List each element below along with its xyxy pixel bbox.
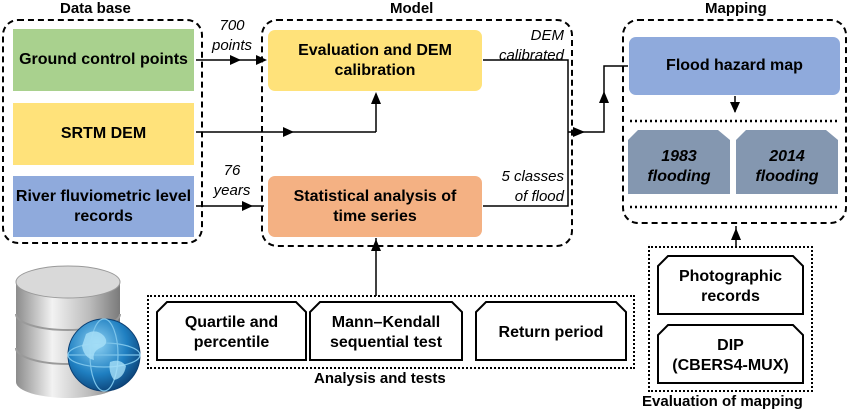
dip-card: DIP (CBERS4-MUX) (658, 329, 803, 383)
statistical-box: Statistical analysis of time series (268, 176, 482, 237)
quartile-card-shape (156, 301, 307, 361)
srtm-box: SRTM DEM (13, 103, 194, 165)
database-title: Data base (60, 0, 131, 17)
classes-label: of flood (514, 188, 564, 205)
mapping-frame (622, 19, 847, 224)
evaluation-mapping-title: Evaluation of mapping (642, 393, 803, 410)
cbers-label: (CBERS4-MUX) (672, 357, 789, 374)
analysis-frame (147, 295, 635, 369)
model-title: Model (390, 0, 434, 17)
return-period-card: Return period (498, 324, 604, 341)
arrow-statistical-out (483, 132, 569, 207)
flood-map-box: Flood hazard map (629, 37, 840, 95)
dip-label: DIP (717, 337, 744, 354)
years-annotation: 76 years (200, 161, 264, 201)
dem-annotation: DEM calibrated (484, 26, 564, 66)
arrow-evaluation-out (483, 59, 569, 132)
mann-kendall-card-shape (309, 301, 463, 361)
database-globe-icon (15, 265, 141, 398)
evaluation-box: Evaluation and DEM calibration (268, 30, 482, 91)
arrow-to-flood-map (568, 65, 628, 133)
evaluation-mapping-frame (648, 246, 813, 392)
flooding-2014-shape (736, 130, 838, 194)
flooding-1983-label: 1983 flooding (647, 148, 711, 185)
points-count: 700 (219, 17, 245, 34)
database-frame (2, 19, 203, 244)
points-label: points (211, 37, 253, 54)
flooding-2014-label: 2014 flooding (755, 148, 819, 185)
years-label: years (213, 182, 251, 199)
mapping-title: Mapping (705, 0, 767, 17)
photographic-card-shape (657, 255, 804, 315)
classes-count: 5 classes (501, 168, 564, 185)
years-count: 76 (223, 162, 241, 179)
dem-label: DEM (530, 27, 564, 44)
return-period-card-shape (475, 301, 627, 361)
points-annotation: 700 points (200, 16, 264, 56)
calibrated-label: calibrated (498, 47, 564, 64)
river-box: River fluviometric level records (13, 176, 194, 237)
ground-control-box: Ground control points (13, 29, 194, 91)
classes-annotation: 5 classes of flood (476, 167, 564, 207)
flooding-1983-shape (628, 130, 730, 194)
model-frame (261, 19, 573, 247)
quartile-card: Quartile and percentile (184, 314, 279, 351)
mann-kendall-card: Mann–Kendall sequential test (329, 314, 443, 351)
analysis-title: Analysis and tests (314, 370, 446, 387)
photographic-card: Photographic records (678, 268, 783, 305)
dip-card-shape (657, 324, 804, 384)
